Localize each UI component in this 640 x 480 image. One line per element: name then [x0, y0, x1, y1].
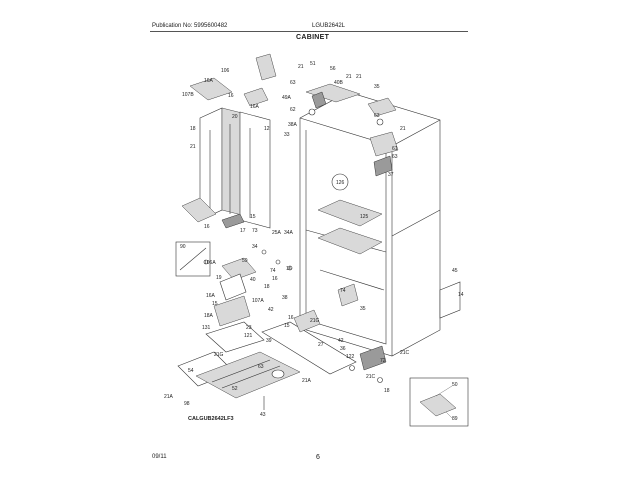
diagram-label: 98: [184, 401, 190, 407]
page-number: 6: [316, 454, 320, 461]
diagram-label: 34A: [284, 230, 294, 236]
diagram-label: 35: [360, 306, 366, 312]
diagram-label: 39: [266, 338, 272, 344]
diagram-label: 38A: [288, 122, 298, 128]
diagram-label: 63: [374, 113, 380, 119]
diagram-label: 15: [212, 301, 218, 307]
ice-maker-assembly: [175, 241, 357, 410]
diagram-label: 19: [216, 275, 222, 281]
diagram-label: 63: [258, 364, 264, 370]
diagram-label: 59: [242, 258, 248, 264]
diagram-label: 40B: [334, 80, 344, 86]
diagram-label: 18A: [204, 313, 214, 319]
diagram-label: 56: [330, 66, 336, 72]
diagram-label: 61: [392, 146, 398, 152]
diagram-label: 36: [340, 346, 346, 352]
diagram-label: 122: [346, 354, 355, 360]
diagram-label: 21G: [310, 318, 320, 324]
diagram-label: 16A: [250, 104, 260, 110]
part-labels: 106 16A 107B 16 16A 12 18 21 20 16 17 15…: [164, 61, 464, 422]
diagram-label: 125: [360, 214, 369, 220]
diagram-label: 72: [380, 358, 386, 364]
top-hinge-assembly: [305, 83, 399, 177]
evaporator-panel-assembly: [181, 53, 277, 229]
bottom-hinge-assembly: [261, 249, 387, 383]
model-number: LGUB2642L: [312, 23, 346, 29]
diagram-label: 16: [228, 93, 234, 99]
accessory-inset: [409, 377, 469, 427]
diagram-label: 21: [190, 144, 196, 150]
diagram-label: 34: [252, 244, 258, 250]
diagram-label: 12: [264, 126, 270, 132]
diagram-label: 17: [240, 228, 246, 234]
diagram-label: 38: [282, 295, 288, 301]
diagram-label: 16: [204, 224, 210, 230]
diagram-label: 35: [374, 84, 380, 90]
drawing-code: CALGUB2642LF3: [188, 416, 234, 422]
diagram-label: 106A: [204, 260, 216, 266]
page-title: CABINET: [296, 34, 330, 41]
diagram-label: 40: [250, 277, 256, 283]
diagram-label: 51: [310, 61, 316, 67]
diagram-label: 25A: [272, 230, 282, 236]
diagram-label: 18: [190, 126, 196, 132]
diagram-label: 33: [284, 132, 290, 138]
diagram-label: 54: [188, 368, 194, 374]
diagram-label: 73: [252, 228, 258, 234]
diagram-label: 42: [268, 307, 274, 313]
diagram-label: 126: [336, 180, 345, 186]
diagram-label: 21: [346, 74, 352, 80]
diagram-label: 14: [458, 292, 464, 298]
diagram-label: 20: [232, 114, 238, 120]
diagram-label: 18: [384, 388, 390, 394]
diagram-label: 21A: [302, 378, 312, 384]
part-callout-126: [331, 173, 349, 191]
footer-date: 09/11: [152, 454, 167, 460]
cabinet-body: [299, 91, 461, 357]
diagram-label: 63: [290, 80, 296, 86]
diagram-label: 49A: [282, 95, 292, 101]
diagram-label: 21C: [400, 350, 410, 356]
diagram-label: 37: [388, 172, 394, 178]
diagram-label: 21C: [366, 374, 376, 380]
diagram-label: 23: [246, 325, 252, 331]
diagram-label: 107B: [182, 92, 194, 98]
diagram-label: 121: [244, 333, 253, 339]
diagram-label: 63: [392, 154, 398, 160]
diagram-label: 21: [298, 64, 304, 70]
diagram-label: 45: [452, 268, 458, 274]
diagram-label: 15: [284, 323, 290, 329]
header-rule: [150, 31, 468, 32]
diagram-label: 21A: [164, 394, 174, 400]
diagram-label: 74: [340, 288, 346, 294]
diagram-label: 27: [318, 342, 324, 348]
diagram-label: 89: [452, 416, 458, 422]
diagram-label: 52: [232, 386, 238, 392]
diagram-label: 16A: [204, 78, 214, 84]
diagram-label: 18: [264, 284, 270, 290]
diagram-label: 74: [270, 268, 276, 274]
diagram-label: 15: [250, 214, 256, 220]
diagram-label: 42: [338, 338, 344, 344]
diagram-label: 16A: [206, 293, 216, 299]
diagram-label: 50: [452, 382, 458, 388]
diagram-label: 131: [202, 325, 211, 331]
diagram-label: 43: [260, 412, 266, 418]
diagram-label: 21G: [214, 352, 224, 358]
diagram-label: 16: [288, 315, 294, 321]
diagram-label: 62: [290, 107, 296, 113]
diagram-label: 21: [356, 74, 362, 80]
diagram-label: 16: [272, 276, 278, 282]
publication-number: Publication No: 5995600482: [152, 23, 228, 29]
diagram-label: 90: [180, 244, 186, 250]
diagram-label: 106: [221, 68, 230, 74]
diagram-label: 107A: [252, 298, 264, 304]
diagram-label: 21: [400, 126, 406, 132]
diagram-label: 16: [286, 266, 292, 272]
